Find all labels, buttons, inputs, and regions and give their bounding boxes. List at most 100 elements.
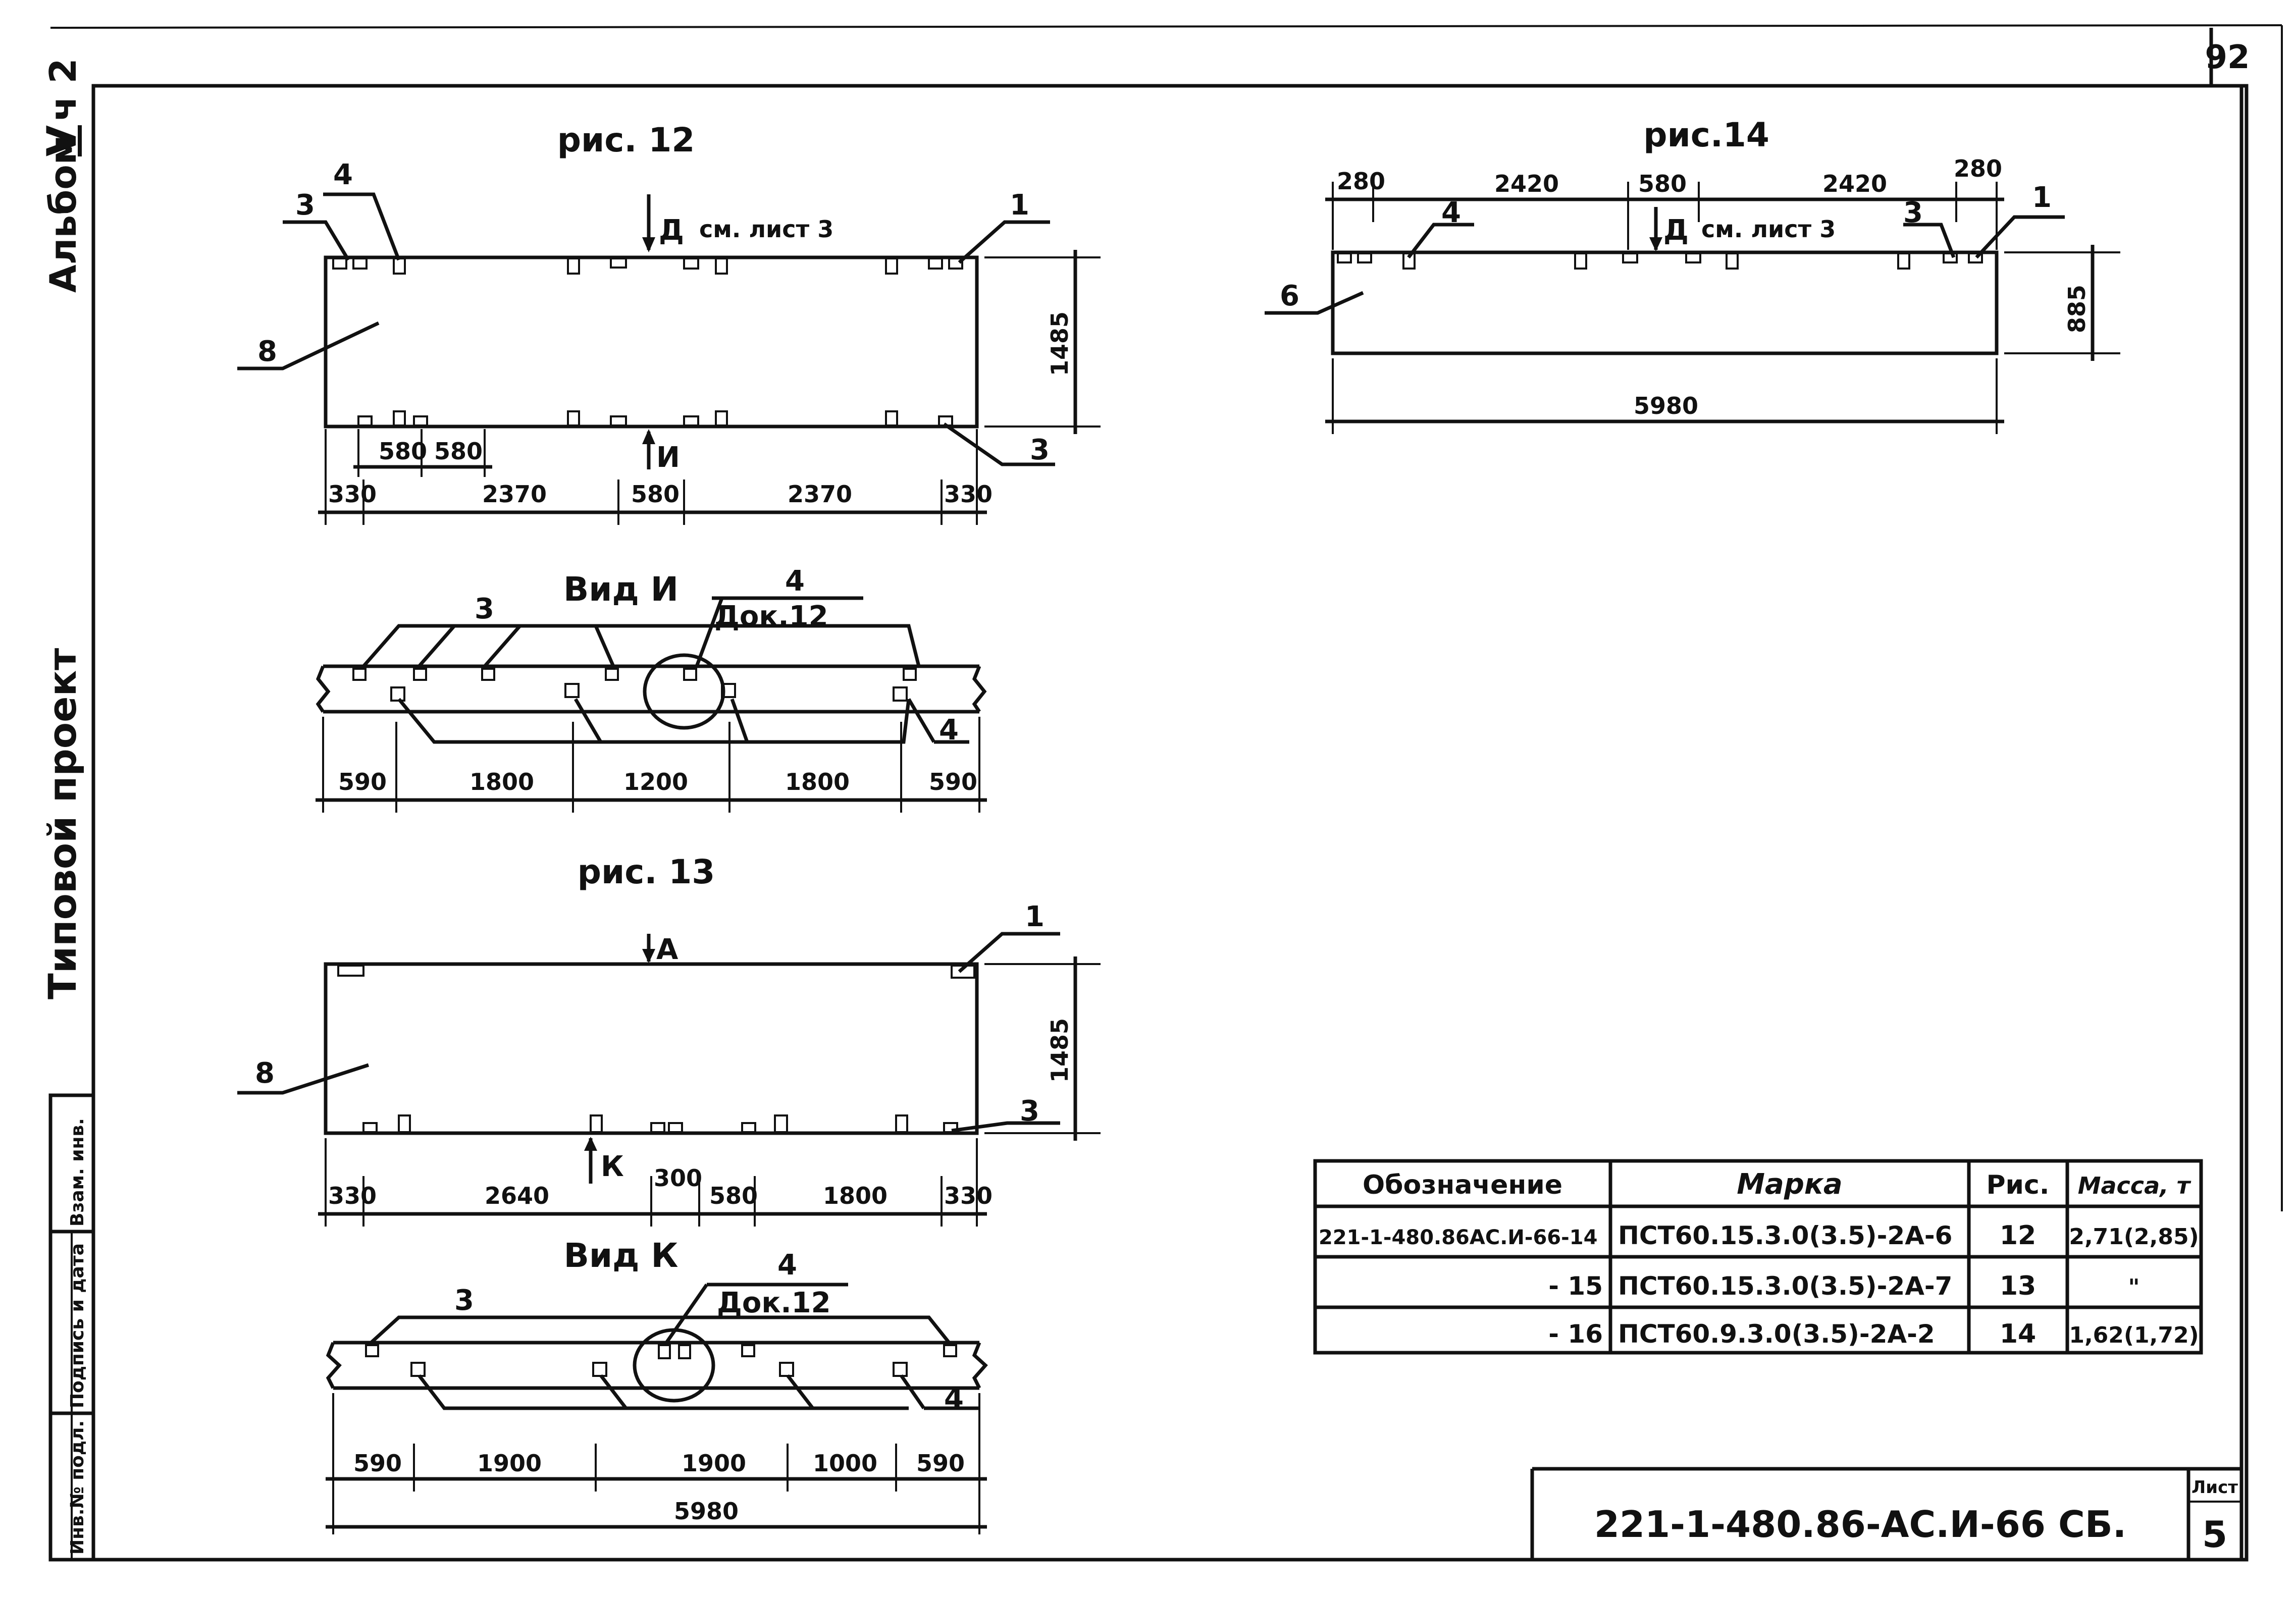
fig14-panel-outline	[1331, 250, 1999, 355]
fig14-see-ref: Д	[1663, 214, 1689, 247]
title-block: 221-1-480.86-АС.И-66 СБ. Лист 5	[1530, 1467, 2241, 1560]
stamp-replace-label: Взам. инв.	[67, 1118, 88, 1227]
fig14-arrow-head	[1649, 237, 1662, 251]
fig13-leader-8	[237, 1063, 370, 1095]
fig13-panel-outline	[324, 962, 979, 1135]
fig13-leader-8-label: 8	[255, 1057, 275, 1090]
vid-k-dim-0: 590	[353, 1450, 402, 1477]
vid-i-leader-4b	[397, 698, 911, 744]
fig14-title: рис.14	[1643, 116, 1769, 154]
fig12: рис. 12 Д см. лист 3 И 1 3 4	[237, 121, 1101, 525]
table-header-mark: Марка	[1737, 1168, 1842, 1201]
vid-i-dim-4: 590	[929, 768, 977, 795]
vid-k-label-4b: 4	[944, 1382, 964, 1415]
album-part: ч 2	[42, 58, 84, 121]
fig12-see-ref: Д	[659, 214, 684, 247]
stamp-sign-label: Подпись и дата	[67, 1243, 88, 1408]
fig12-dim-1: 2370	[482, 481, 547, 508]
fig12-top-loops	[332, 257, 963, 275]
fig14-dim-top-0: 280	[1337, 168, 1385, 195]
spec-table: Обозначение Марка Рис. Масса, т 221-1-48…	[1313, 1159, 2203, 1355]
fig14-leader-6	[1265, 291, 1364, 315]
vid-k-label-3: 3	[454, 1284, 474, 1317]
vid-k-dim-1: 1900	[477, 1450, 542, 1477]
vid-i-dim-2: 1200	[623, 768, 688, 795]
fig12-dim-3: 2370	[788, 481, 852, 508]
fig13-arrow-head	[642, 949, 655, 963]
album-title: Альбом V ч 2	[38, 58, 85, 293]
fig13-dim-4: 1800	[823, 1182, 888, 1209]
fig12-leader-3b-label: 3	[1030, 434, 1050, 466]
vid-k-label-4: 4	[777, 1249, 797, 1282]
vid-i: Вид И 3 4 Док.12 4 590 1800	[316, 565, 987, 813]
fig13-dim-0: 330	[328, 1182, 377, 1209]
vid-k-title: Вид К	[564, 1236, 679, 1275]
table-cell-1-2: 13	[2000, 1271, 2036, 1301]
fig14-leader-3-label: 3	[1903, 196, 1923, 229]
table-cell-0-0: 221-1-480.86АС.И-66-14	[1319, 1226, 1597, 1249]
fig12-leader-8-label: 8	[257, 335, 277, 368]
table-cell-2-0: - 16	[1548, 1319, 1603, 1349]
table-cell-2-2: 14	[2000, 1319, 2036, 1349]
table-cell-2-1: ПСТ60.9.3.0(3.5)-2А-2	[1618, 1319, 1935, 1349]
fig12-dim-2: 580	[631, 481, 680, 508]
fig12-height: 1485	[1046, 311, 1073, 376]
fig14-dim-top-3: 2420	[1822, 170, 1887, 197]
table-header-fig: Рис.	[1986, 1170, 2049, 1200]
table-header-designation: Обозначение	[1363, 1170, 1562, 1200]
fig14-leader-4	[1407, 223, 1474, 259]
fig13-dim-1: 2640	[485, 1182, 549, 1209]
table-cell-0-2: 12	[2000, 1220, 2036, 1251]
fig14-loops	[1337, 252, 1983, 270]
sheet-number: 5	[2202, 1513, 2227, 1556]
fig12-view-arrow-head	[642, 429, 655, 444]
fig12-bottom-loops	[357, 410, 953, 427]
fig13-view-mark: К	[601, 1150, 624, 1183]
fig13-leader-1-label: 1	[1025, 900, 1045, 933]
vid-i-label-4b: 4	[939, 714, 959, 747]
table-cell-2-3: 1,62(1,72)	[2069, 1322, 2199, 1348]
vid-i-detail: Док.12	[714, 600, 828, 633]
fig14-leader-4-label: 4	[1441, 196, 1461, 229]
sheet-label: Лист	[2191, 1477, 2238, 1498]
fig13-height: 1485	[1046, 1018, 1073, 1083]
vid-k-dim-2: 1900	[682, 1450, 746, 1477]
vid-i-label-4: 4	[785, 565, 805, 598]
fig12-panel-outline	[324, 255, 979, 429]
fig12-see-text: см. лист 3	[699, 216, 833, 243]
fig14-leader-1	[1975, 215, 2065, 259]
fig13-dim-2: 300	[654, 1164, 702, 1192]
vid-k-loops	[365, 1344, 957, 1377]
table-cell-1-3: "	[2128, 1274, 2140, 1300]
fig14: рис.14 Д см. лист 3 280 2420 580 2420 28…	[1265, 116, 2120, 434]
fig12-leader-3a	[283, 220, 350, 261]
vid-i-dim-0: 590	[338, 768, 387, 795]
vid-i-loops	[352, 668, 917, 702]
fig12-dim-top-1: 580	[434, 438, 483, 465]
vid-i-title: Вид И	[563, 570, 679, 609]
vid-k-leader-3	[370, 1315, 951, 1344]
fig13-loops	[337, 965, 975, 1133]
fig12-leader-1	[958, 220, 1050, 264]
fig12-dim-top-0: 580	[379, 438, 427, 465]
fig13-dim-5: 330	[944, 1182, 993, 1209]
table-cell-1-1: ПСТ60.15.3.0(3.5)-2А-7	[1618, 1271, 1952, 1301]
table-cell-1-0: - 15	[1548, 1271, 1603, 1301]
fig14-leader-1-label: 1	[2032, 181, 2052, 214]
vid-k-total: 5980	[674, 1498, 739, 1525]
vid-k-strip	[326, 1341, 988, 1390]
approval-stamp-strip: Взам. инв. Подпись и дата Инв.№ подл.	[48, 1093, 95, 1562]
sheet-corner-number: 92	[2205, 39, 2250, 76]
fig14-height: 885	[2063, 285, 2091, 333]
fig14-length: 5980	[1634, 392, 1698, 419]
side-title: Типовой проект	[40, 648, 85, 999]
fig14-see-text: см. лист 3	[1701, 216, 1836, 243]
fig14-dim-top-2: 580	[1638, 170, 1687, 197]
fig13-leader-1	[958, 932, 1060, 973]
vid-k-dim-3: 1000	[813, 1450, 877, 1477]
fig14-leader-3	[1903, 223, 1956, 258]
vid-k-detail: Док.12	[717, 1287, 831, 1319]
fig12-dim-4: 330	[944, 481, 993, 508]
vid-k-detail-circle	[633, 1328, 715, 1403]
